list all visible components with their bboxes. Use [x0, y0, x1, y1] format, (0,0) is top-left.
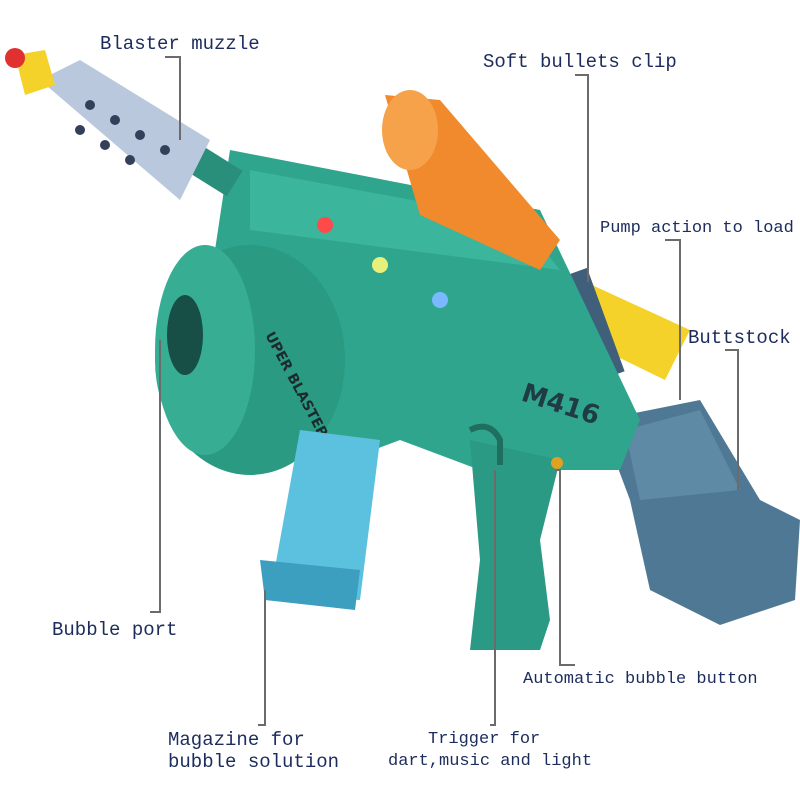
- label-soft-bullets-clip: Soft bullets clip: [483, 51, 677, 73]
- label-buttstock: Buttstock: [688, 327, 791, 349]
- label-magazine-line1: Magazine for: [168, 729, 305, 751]
- buttstock-part: [600, 400, 800, 625]
- scope-part: [382, 90, 560, 270]
- light-red: [317, 217, 333, 233]
- bubble-port-opening: [167, 295, 203, 375]
- light-blue: [432, 292, 448, 308]
- label-magazine-line2: bubble solution: [168, 751, 340, 773]
- label-bubble-port: Bubble port: [52, 619, 178, 641]
- magazine-part: [260, 430, 380, 610]
- light-yellow: [372, 257, 388, 273]
- label-automatic-bubble-button: Automatic bubble button: [523, 670, 758, 689]
- label-pump-action: Pump action to load: [600, 219, 794, 238]
- blaster-muzzle-part: [5, 48, 243, 200]
- leader-lines: [150, 56, 739, 726]
- automatic-bubble-button: [551, 457, 563, 469]
- bubble-drum: UPER BLASTER: [155, 245, 345, 475]
- label-trigger-line1: Trigger for: [428, 730, 541, 749]
- label-blaster-muzzle: Blaster muzzle: [100, 33, 260, 55]
- label-trigger-line2: dart,music and light: [388, 752, 593, 771]
